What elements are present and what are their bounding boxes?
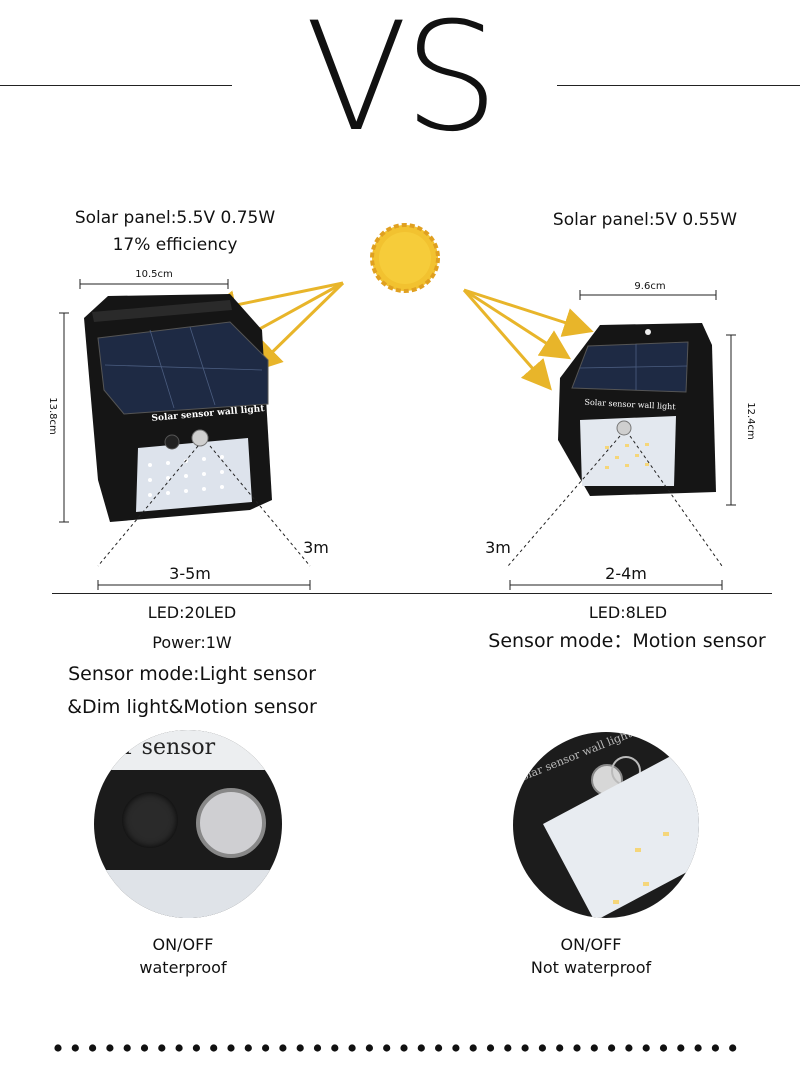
left-sensor-mode-line1: Sensor mode:Light sensor xyxy=(68,663,316,685)
left-device-graphic xyxy=(59,279,311,590)
left-closeup-label: lar sensor xyxy=(104,735,216,760)
footer-dot xyxy=(54,1044,62,1052)
left-range: 3-5m xyxy=(169,564,211,583)
footer-dot xyxy=(279,1044,287,1052)
right-sensor-distance: 3m xyxy=(485,538,511,557)
led-dot xyxy=(613,900,619,904)
footer-dot xyxy=(469,1044,477,1052)
left-led-count: LED:20LED xyxy=(147,603,237,622)
footer-dot xyxy=(659,1044,668,1052)
footer-dot xyxy=(89,1044,97,1052)
footer-dot xyxy=(383,1044,391,1052)
footer-dot xyxy=(417,1044,425,1052)
footer-dot xyxy=(313,1044,322,1052)
footer-dot xyxy=(192,1044,200,1052)
footer-dot xyxy=(486,1044,495,1052)
footer-dot xyxy=(175,1044,183,1052)
right-height-dim: 12.4cm xyxy=(745,402,756,440)
right-led-count: LED:8LED xyxy=(588,603,668,622)
title-rule-left xyxy=(0,85,232,86)
footer-dot xyxy=(642,1044,650,1052)
power-button-icon xyxy=(122,792,178,848)
left-closeup-label-strip xyxy=(94,730,282,770)
left-closeup-image: lar sensor xyxy=(94,730,282,918)
footer-dot xyxy=(521,1044,529,1052)
footer-dot xyxy=(590,1044,598,1052)
left-width-dim: 10.5cm xyxy=(135,269,173,280)
pir-sensor-icon xyxy=(196,788,266,858)
footer-dot xyxy=(625,1044,633,1052)
footer-dot xyxy=(538,1044,547,1052)
led-dot xyxy=(635,848,641,852)
footer-dot xyxy=(504,1044,512,1052)
right-switch-label: ON/OFF xyxy=(560,935,622,954)
footer-dot xyxy=(296,1044,304,1052)
right-width-dim: 9.6cm xyxy=(634,281,666,292)
right-solar-spec: Solar panel:5V 0.55W xyxy=(552,210,738,230)
footer-dot xyxy=(348,1044,356,1052)
footer-dot xyxy=(573,1044,581,1052)
left-sensor-distance: 3m xyxy=(303,538,329,557)
left-switch-label: ON/OFF xyxy=(152,935,214,954)
right-sensor-mode: Sensor mode：Motion sensor xyxy=(488,630,766,652)
footer-dot xyxy=(435,1044,443,1052)
footer-dot xyxy=(400,1044,408,1052)
left-waterproof-label: waterproof xyxy=(139,958,227,977)
footer-dot xyxy=(158,1044,166,1052)
footer-dot xyxy=(365,1044,373,1052)
right-closeup-image: Solar sensor wall light xyxy=(513,732,699,918)
left-efficiency: 17% efficiency xyxy=(112,235,238,255)
left-power: Power:1W xyxy=(152,633,232,652)
footer-dot xyxy=(210,1044,218,1052)
footer-dot xyxy=(608,1044,616,1052)
title-rule-right xyxy=(557,85,800,86)
footer-dot xyxy=(694,1044,702,1052)
footer-dot xyxy=(556,1044,564,1052)
footer-dot xyxy=(711,1044,720,1052)
led-dot xyxy=(663,832,669,836)
footer-dot xyxy=(71,1044,79,1052)
right-sun-rays xyxy=(462,288,594,391)
footer-dot xyxy=(729,1044,737,1052)
led-dot xyxy=(643,882,649,886)
footer-dot xyxy=(106,1044,114,1052)
footer-dot xyxy=(331,1044,339,1052)
left-sensor-mode-line2: &Dim light&Motion sensor xyxy=(67,696,317,718)
footer-dot xyxy=(227,1044,235,1052)
footer-dot xyxy=(140,1044,149,1052)
footer-dot xyxy=(452,1044,460,1052)
left-closeup-led-area xyxy=(94,870,282,918)
dotted-footer-divider xyxy=(54,1044,737,1052)
vs-title: VS xyxy=(305,0,499,165)
footer-dot xyxy=(123,1044,131,1052)
footer-dot xyxy=(244,1044,252,1052)
right-range: 2-4m xyxy=(605,564,647,583)
footer-dot xyxy=(677,1044,685,1052)
section-divider xyxy=(52,593,772,594)
right-device-graphic xyxy=(507,290,736,590)
left-solar-spec: Solar panel:5.5V 0.75W xyxy=(74,208,276,228)
right-waterproof-label: Not waterproof xyxy=(530,958,652,977)
footer-dot xyxy=(262,1044,270,1052)
sun-icon xyxy=(370,223,440,293)
